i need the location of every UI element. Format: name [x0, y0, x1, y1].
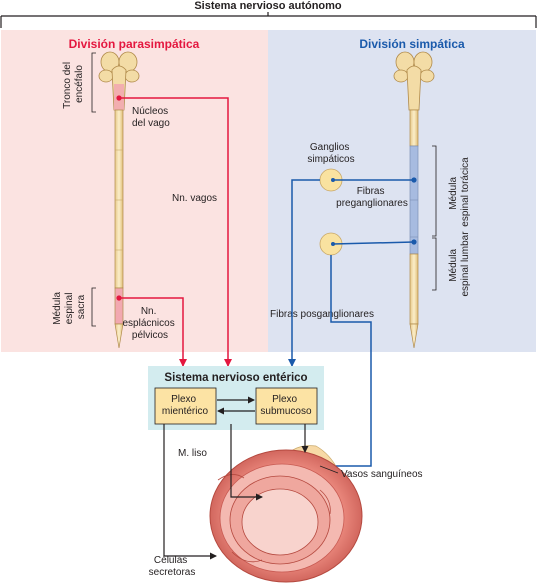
pathway-to-secretory-cells: [163, 424, 217, 560]
splanchnic-label: Nn. esplácnicos pélvicos: [122, 306, 177, 341]
vagal-nuclei-label: Núcleos del vago: [132, 106, 171, 129]
thoracic-label: Médula espinal torácica: [448, 157, 471, 227]
postganglionic-label: Fibras posganglionares: [270, 309, 374, 320]
preganglionic-fiber-lower: [332, 241, 415, 245]
sympathetic-heading: División simpática: [359, 37, 465, 51]
smooth-muscle-label: M. liso: [178, 448, 207, 459]
intestine-illustration: [209, 445, 363, 583]
sympathetic-cord: [393, 51, 435, 349]
brainstem-bracket: [91, 52, 96, 113]
ganglia-label: Ganglios simpáticos: [307, 142, 354, 165]
vagus-label: Nn. vagos: [172, 193, 217, 204]
postganglionic-to-vessels: [311, 255, 372, 470]
thoracic-bracket: [432, 145, 437, 237]
postganglionic-to-enteric: [288, 179, 320, 367]
sympathetic-panel: [268, 30, 536, 352]
enteric-heading: Sistema nervioso entérico: [164, 372, 307, 384]
blood-vessels-label: Vasos sanguíneos: [341, 469, 423, 480]
pelvic-splanchnic-pathway: [121, 297, 187, 367]
lumbar-label: Médula espinal lumbar: [448, 231, 471, 297]
submucosal-plexus-box: [255, 387, 318, 425]
blood-vessels-leader: [319, 465, 339, 474]
vagus-pathway: [121, 97, 232, 367]
sacral-bracket: [91, 287, 96, 327]
secretory-cells-label: Células secretoras: [149, 555, 196, 578]
sacral-cord-label: Médula espinal sacra: [52, 289, 87, 325]
brainstem-label: Tronco del encéfalo: [62, 59, 85, 109]
title-bracket: [0, 0, 537, 28]
parasympathetic-heading: División parasimpática: [69, 37, 200, 51]
pathway-to-smooth-muscle: [230, 424, 263, 501]
parasympathetic-cord: [98, 51, 140, 349]
lumbar-bracket: [432, 237, 437, 291]
submucosal-plexus-label: Plexo submucoso: [260, 394, 312, 417]
diagram-title: Sistema nervioso autónomo: [194, 0, 342, 12]
preganglionic-label: Fibras preganglionares: [336, 186, 408, 209]
myenteric-plexus-label: Plexo mientérico: [162, 394, 209, 417]
myenteric-plexus-box: [154, 387, 217, 425]
